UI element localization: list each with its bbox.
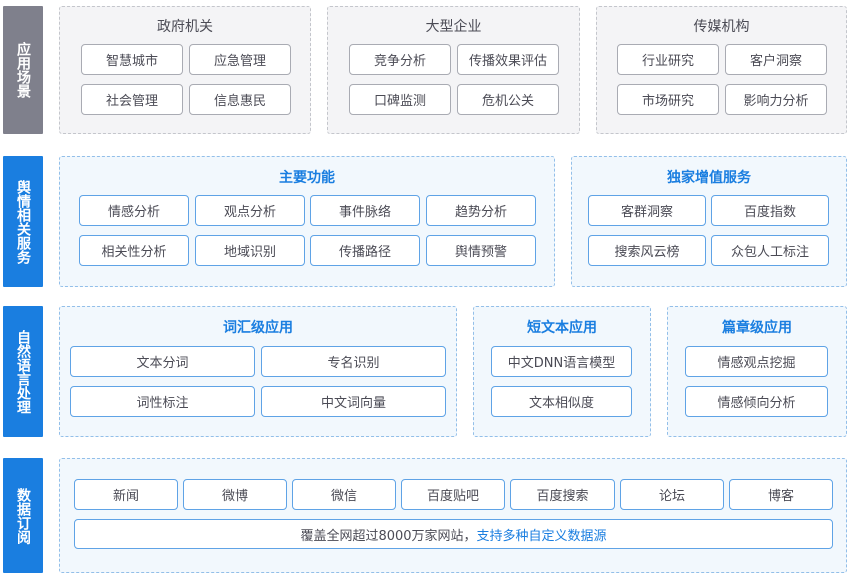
panel-title: 政府机关 <box>157 19 213 35</box>
panel-title: 词汇级应用 <box>223 320 293 336</box>
panel-government: 政府机关 智慧城市 应急管理 社会管理 信息惠民 <box>59 6 311 134</box>
item-baidu-index[interactable]: 百度指数 <box>711 195 829 226</box>
panel-title: 短文本应用 <box>527 320 597 336</box>
item-social-management[interactable]: 社会管理 <box>81 84 183 115</box>
item-pos-tagging[interactable]: 词性标注 <box>70 386 255 417</box>
source-blog[interactable]: 博客 <box>729 479 833 510</box>
panel-main-functions: 主要功能 情感分析 观点分析 事件脉络 趋势分析 相关性分析 地域识别 传播路径… <box>59 156 555 287</box>
source-news[interactable]: 新闻 <box>74 479 178 510</box>
source-baidu-tieba[interactable]: 百度贴吧 <box>401 479 505 510</box>
panel-title: 传媒机构 <box>693 19 750 35</box>
panel-short-text: 短文本应用 中文DNN语言模型 文本相似度 <box>473 306 651 437</box>
panel-value-added: 独家增值服务 客群洞察 百度指数 搜索风云榜 众包人工标注 <box>571 156 847 287</box>
item-trend-analysis[interactable]: 趋势分析 <box>426 195 536 226</box>
panel-title: 主要功能 <box>279 170 335 186</box>
item-competition-analysis[interactable]: 竞争分析 <box>349 44 451 75</box>
coverage-banner: 覆盖全网超过8000万家网站，支持多种自定义数据源 <box>74 519 833 549</box>
item-influence-analysis[interactable]: 影响力分析 <box>725 84 827 115</box>
item-search-ranking[interactable]: 搜索风云榜 <box>588 235 706 266</box>
source-forum[interactable]: 论坛 <box>620 479 724 510</box>
item-word-vector[interactable]: 中文词向量 <box>261 386 446 417</box>
source-wechat[interactable]: 微信 <box>292 479 396 510</box>
item-opinion-analysis[interactable]: 观点分析 <box>195 195 305 226</box>
item-opinion-mining[interactable]: 情感观点挖掘 <box>685 346 828 377</box>
item-named-entity-recognition[interactable]: 专名识别 <box>261 346 446 377</box>
coverage-highlight: 支持多种自定义数据源 <box>476 528 607 544</box>
item-info-for-people[interactable]: 信息惠民 <box>189 84 291 115</box>
source-weibo[interactable]: 微博 <box>183 479 287 510</box>
row-label-services: 舆情相关服务 <box>3 156 43 287</box>
panel-document-level: 篇章级应用 情感观点挖掘 情感倾向分析 <box>667 306 847 437</box>
item-region-recognition[interactable]: 地域识别 <box>195 235 305 266</box>
panel-title: 独家增值服务 <box>667 170 751 186</box>
panel-enterprise: 大型企业 竞争分析 传播效果评估 口碑监测 危机公关 <box>327 6 580 134</box>
item-sentiment-analysis[interactable]: 情感分析 <box>79 195 189 226</box>
item-audience-insight[interactable]: 客群洞察 <box>588 195 706 226</box>
panel-media: 传媒机构 行业研究 客户洞察 市场研究 影响力分析 <box>596 6 847 134</box>
panel-data-subscription: 新闻 微博 微信 百度贴吧 百度搜索 论坛 博客 覆盖全网超过8000万家网站，… <box>59 458 847 573</box>
row-label-application: 应用场景 <box>3 6 43 134</box>
item-propagation-path[interactable]: 传播路径 <box>310 235 420 266</box>
panel-title: 篇章级应用 <box>722 320 792 336</box>
item-crisis-pr[interactable]: 危机公关 <box>457 84 559 115</box>
item-propagation-evaluation[interactable]: 传播效果评估 <box>457 44 559 75</box>
item-smart-city[interactable]: 智慧城市 <box>81 44 183 75</box>
coverage-text: 覆盖全网超过8000万家网站， <box>300 528 477 544</box>
item-sentiment-orientation[interactable]: 情感倾向分析 <box>685 386 828 417</box>
item-crowdsourced-labeling[interactable]: 众包人工标注 <box>711 235 829 266</box>
item-opinion-warning[interactable]: 舆情预警 <box>426 235 536 266</box>
item-customer-insight[interactable]: 客户洞察 <box>725 44 827 75</box>
source-baidu-search[interactable]: 百度搜索 <box>510 479 615 510</box>
panel-title: 大型企业 <box>425 19 482 35</box>
item-word-segmentation[interactable]: 文本分词 <box>70 346 255 377</box>
row-label-nlp: 自然语言处理 <box>3 306 43 437</box>
item-dnn-language-model[interactable]: 中文DNN语言模型 <box>491 346 632 377</box>
item-reputation-monitoring[interactable]: 口碑监测 <box>349 84 451 115</box>
item-text-similarity[interactable]: 文本相似度 <box>491 386 632 417</box>
item-correlation-analysis[interactable]: 相关性分析 <box>79 235 189 266</box>
item-event-timeline[interactable]: 事件脉络 <box>310 195 420 226</box>
item-emergency-management[interactable]: 应急管理 <box>189 44 291 75</box>
item-market-research[interactable]: 市场研究 <box>617 84 719 115</box>
row-label-subscription: 数据订阅 <box>3 458 43 573</box>
panel-lexical: 词汇级应用 文本分词 专名识别 词性标注 中文词向量 <box>59 306 457 437</box>
item-industry-research[interactable]: 行业研究 <box>617 44 719 75</box>
